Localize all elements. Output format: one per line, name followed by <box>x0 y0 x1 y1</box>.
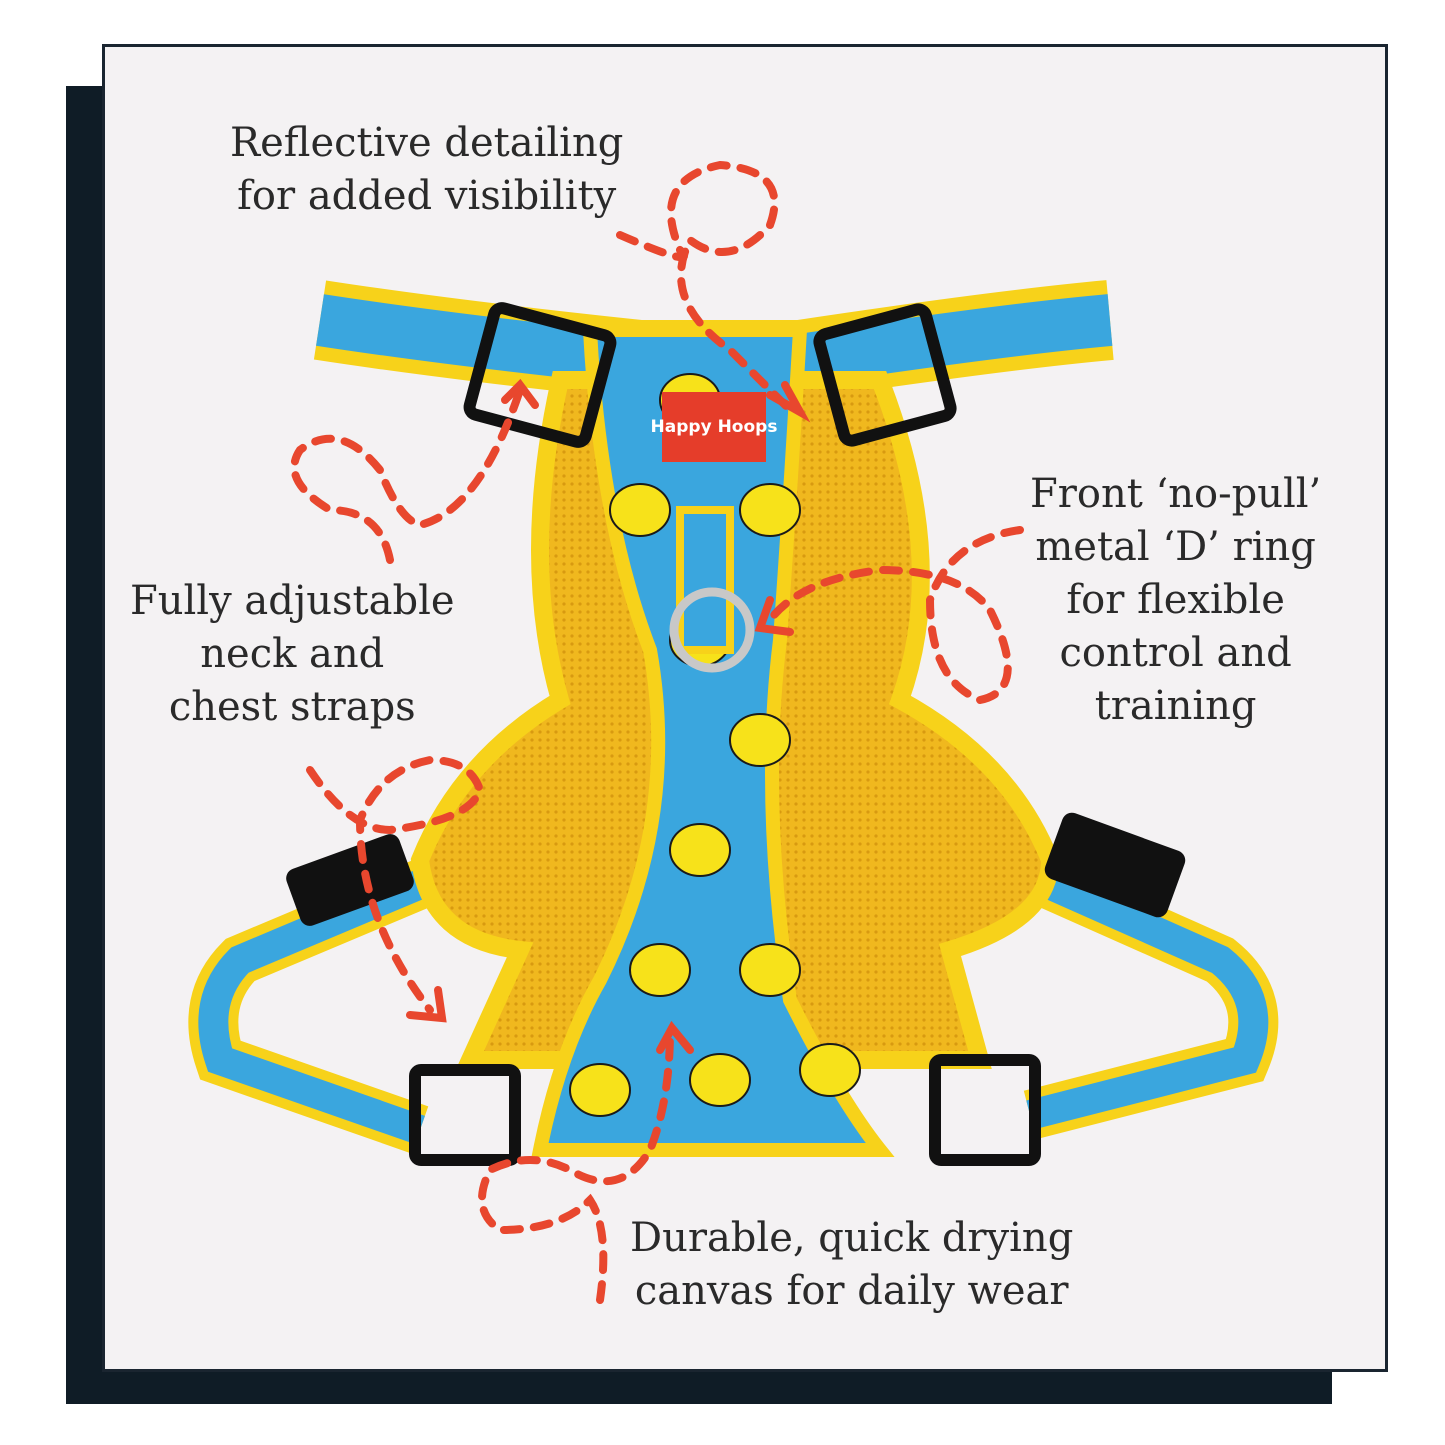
feature-line: Reflective detailing <box>230 120 624 166</box>
d-ring-strap <box>676 506 734 654</box>
buckles <box>409 302 1041 1166</box>
dashed-arrows <box>290 160 1024 1304</box>
feature-line: metal ‘D’ ring <box>1035 524 1316 570</box>
feature-line: training <box>1094 683 1257 729</box>
feature-d-ring: Front ‘no-pull’ metal ‘D’ ring for flexi… <box>1030 468 1321 733</box>
feature-line: chest straps <box>168 684 416 730</box>
brand-logo-text: Happy Hoops <box>651 417 778 437</box>
feature-line: Fully adjustable <box>130 578 455 624</box>
feature-line: for added visibility <box>237 173 617 219</box>
side-release-buckles <box>286 812 1186 926</box>
feature-reflective: Reflective detailing for added visibilit… <box>230 117 623 223</box>
feature-line: for flexible <box>1066 577 1285 623</box>
feature-durable: Durable, quick drying canvas for daily w… <box>630 1212 1073 1318</box>
d-ring <box>669 587 755 673</box>
duck-pattern <box>569 373 861 1117</box>
feature-adjustable: Fully adjustable neck and chest straps <box>130 575 455 734</box>
feature-line: control and <box>1059 630 1292 676</box>
feature-line: Front ‘no-pull’ <box>1030 471 1322 517</box>
arrow-heads <box>406 378 811 1054</box>
feature-line: neck and <box>200 631 385 677</box>
feature-line: canvas for daily wear <box>634 1268 1069 1314</box>
feature-line: Durable, quick drying <box>630 1215 1074 1261</box>
brand-label <box>662 392 766 462</box>
